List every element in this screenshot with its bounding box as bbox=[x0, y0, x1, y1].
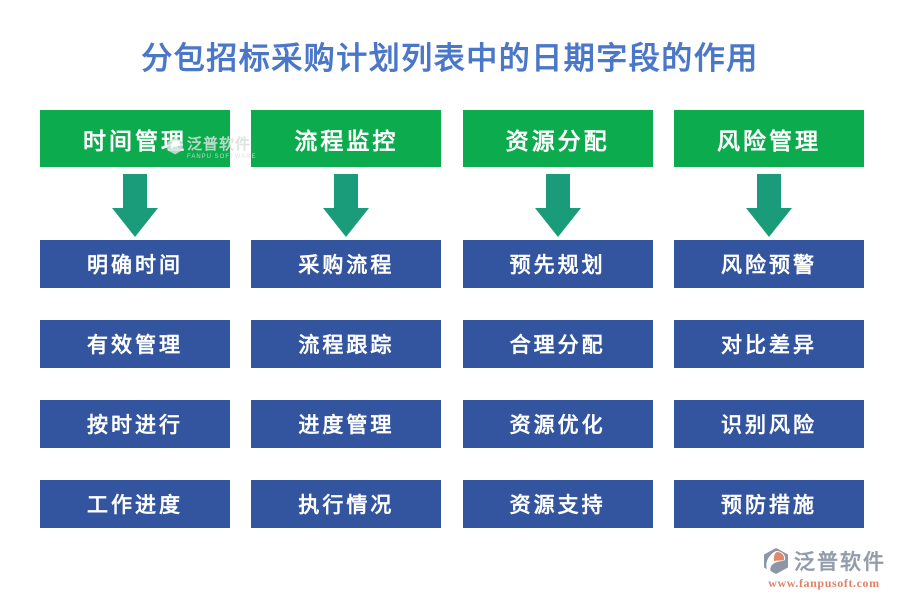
item-box: 按时进行 bbox=[40, 400, 230, 448]
item-box: 识别风险 bbox=[673, 400, 864, 448]
arrow-head bbox=[745, 208, 792, 237]
column-header-risk: 风险管理 bbox=[673, 110, 864, 167]
column-header-time: 时间管理 bbox=[40, 110, 230, 167]
down-arrow-icon bbox=[745, 167, 792, 240]
item-box: 进度管理 bbox=[251, 400, 442, 448]
down-arrow-icon bbox=[534, 167, 581, 240]
columns-container: 时间管理 明确时间 有效管理 按时进行 工作进度 流程监控 采购流程 流程跟踪 … bbox=[40, 110, 864, 560]
arrow-stem bbox=[334, 174, 359, 208]
item-box: 风险预警 bbox=[673, 240, 864, 288]
column-time-management: 时间管理 明确时间 有效管理 按时进行 工作进度 bbox=[40, 110, 230, 560]
brand-footer: 泛普软件 www.fanpusoft.com bbox=[762, 546, 886, 591]
brand-row: 泛普软件 bbox=[762, 546, 886, 576]
column-process-monitoring: 流程监控 采购流程 流程跟踪 进度管理 执行情况 bbox=[251, 110, 442, 560]
brand-name: 泛普软件 bbox=[794, 551, 886, 574]
arrow-head bbox=[534, 208, 581, 237]
arrow-stem bbox=[123, 174, 147, 208]
brand-url: www.fanpusoft.com bbox=[768, 576, 880, 590]
item-box: 执行情况 bbox=[251, 480, 442, 528]
item-box: 有效管理 bbox=[40, 320, 230, 368]
item-box: 工作进度 bbox=[40, 480, 230, 528]
item-box: 合理分配 bbox=[462, 320, 653, 368]
column-header-process: 流程监控 bbox=[251, 110, 442, 167]
item-box: 采购流程 bbox=[251, 240, 442, 288]
item-box: 资源优化 bbox=[462, 400, 653, 448]
down-arrow-icon bbox=[323, 167, 370, 240]
fanpu-logo-icon bbox=[764, 548, 788, 574]
column-resource-allocation: 资源分配 预先规划 合理分配 资源优化 资源支持 bbox=[462, 110, 653, 560]
item-box: 资源支持 bbox=[462, 480, 653, 528]
item-box: 流程跟踪 bbox=[251, 320, 442, 368]
arrow-head bbox=[323, 208, 370, 237]
down-arrow-icon bbox=[112, 167, 158, 240]
column-risk-management: 风险管理 风险预警 对比差异 识别风险 预防措施 bbox=[673, 110, 864, 560]
item-box: 预防措施 bbox=[673, 480, 864, 528]
arrow-stem bbox=[756, 174, 781, 208]
item-box: 明确时间 bbox=[40, 240, 230, 288]
column-header-resource: 资源分配 bbox=[462, 110, 653, 167]
arrow-stem bbox=[545, 174, 570, 208]
arrow-head bbox=[112, 208, 158, 237]
page-title: 分包招标采购计划列表中的日期字段的作用 bbox=[141, 41, 759, 76]
item-box: 预先规划 bbox=[462, 240, 653, 288]
item-box: 对比差异 bbox=[673, 320, 864, 368]
